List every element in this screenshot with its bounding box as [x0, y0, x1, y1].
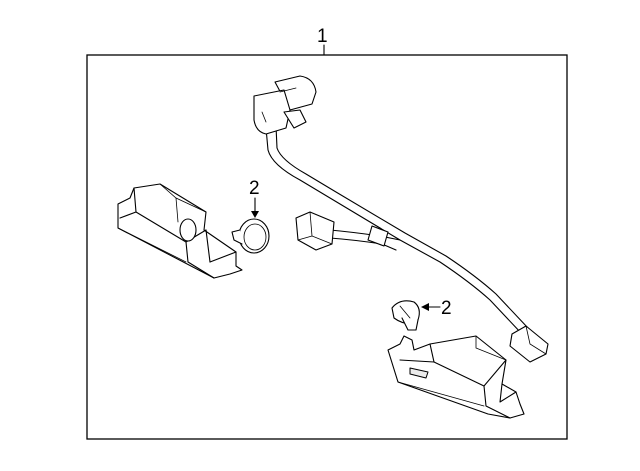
harness-end-connector[interactable]	[509, 325, 549, 363]
callout-label-2-lower[interactable]: 2	[441, 298, 452, 319]
wiring-harness[interactable]	[253, 75, 549, 363]
bulb-lower[interactable]	[391, 300, 420, 331]
arrow-left-icon	[421, 303, 429, 311]
harness-middle-connector[interactable]	[295, 211, 335, 251]
left-lamp-housing[interactable]	[117, 183, 243, 279]
callout-label-2-upper[interactable]: 2	[249, 178, 260, 199]
right-lamp-housing[interactable]	[387, 335, 525, 419]
callout-label-1[interactable]: 1	[317, 26, 328, 47]
arrow-down-icon	[251, 211, 259, 218]
assembly-frame	[86, 54, 568, 440]
harness-top-connector[interactable]	[253, 75, 317, 135]
bulb-upper[interactable]	[231, 218, 270, 254]
